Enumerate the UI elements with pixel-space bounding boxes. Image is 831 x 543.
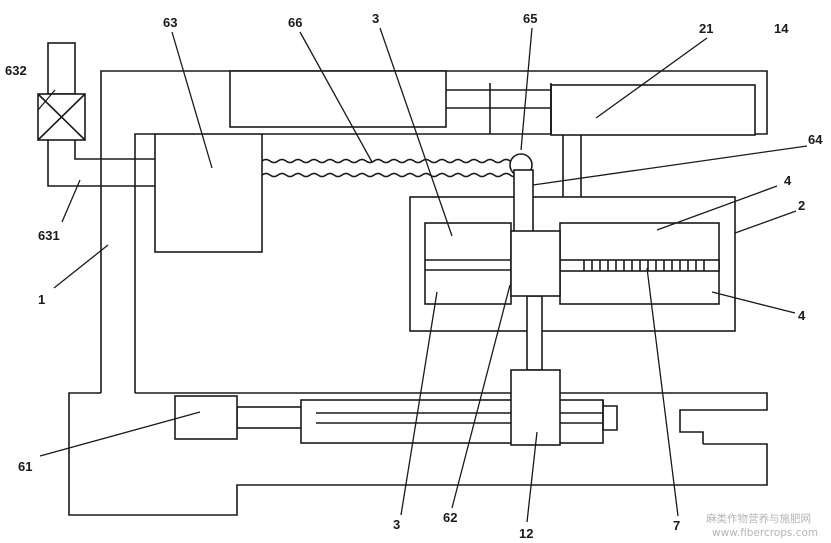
label-61: 61 [18, 459, 32, 474]
label-631: 631 [38, 228, 60, 243]
label-65: 65 [523, 11, 537, 26]
leader-lines [37, 27, 808, 523]
label-7: 7 [673, 518, 680, 533]
watermark-line2: www.fibercrops.com [712, 527, 818, 539]
label-62: 62 [443, 510, 457, 525]
label-4-bottom: 4 [798, 308, 806, 323]
label-4-top: 4 [784, 173, 792, 188]
label-63: 63 [163, 15, 177, 30]
box-63 [154, 133, 263, 253]
label-632: 632 [5, 63, 27, 78]
base [68, 392, 768, 516]
label-3-bottom: 3 [393, 517, 400, 532]
rack-7 [559, 259, 720, 272]
watermark: 麻类作物营养与施肥网 www.fibercrops.com [706, 512, 818, 539]
label-1: 1 [38, 292, 45, 307]
hose-66 [261, 158, 519, 178]
block-12 [510, 369, 561, 446]
watermark-line1: 麻类作物营养与施肥网 [706, 512, 811, 525]
label-12: 12 [519, 526, 533, 541]
label-66: 66 [288, 15, 302, 30]
cylinder-14 [229, 70, 756, 136]
label-3-top: 3 [372, 11, 379, 26]
label-2: 2 [798, 198, 805, 213]
reference-labels: 632 631 1 63 66 3 65 21 14 64 4 2 4 61 3… [5, 11, 823, 541]
label-64: 64 [808, 132, 823, 147]
label-21: 21 [699, 21, 713, 36]
block-61 [174, 395, 238, 440]
label-14: 14 [774, 21, 789, 36]
